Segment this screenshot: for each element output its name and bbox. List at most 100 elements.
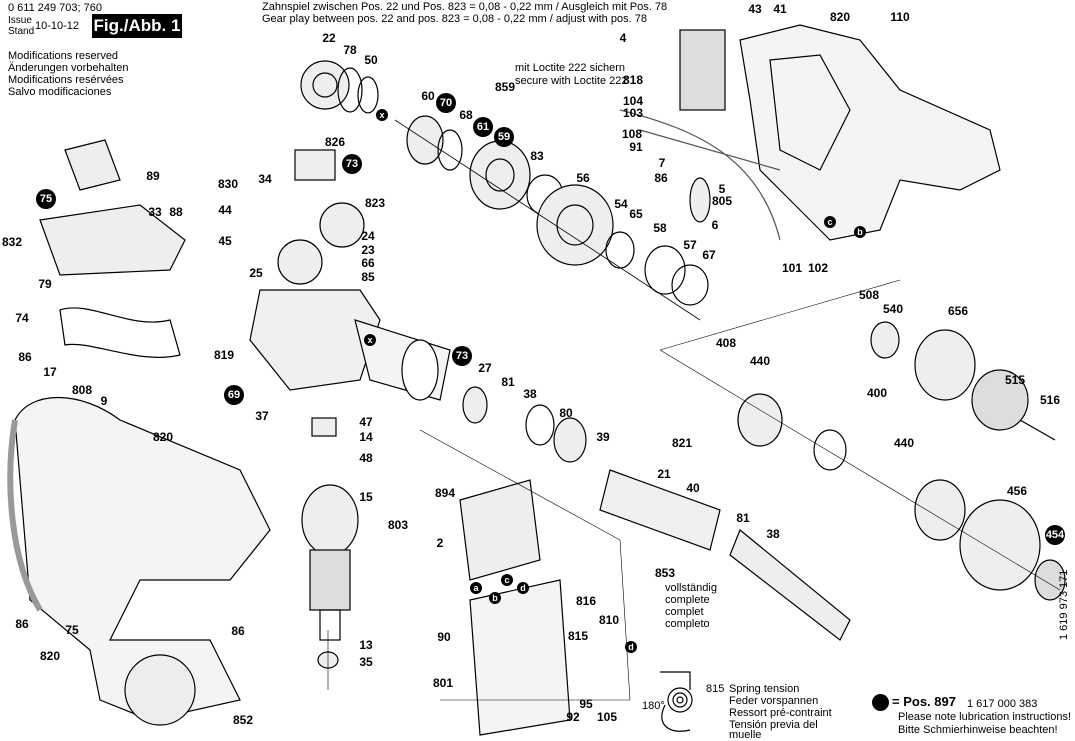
reference-mark: d xyxy=(625,641,637,653)
part-label: 15 xyxy=(359,490,373,504)
part-label: 86 xyxy=(15,617,29,631)
part-label: 89 xyxy=(146,169,160,183)
part-number: 0 611 249 703; 760 xyxy=(8,2,102,14)
part-label: 81 xyxy=(501,375,515,389)
part-label: 2 xyxy=(436,536,444,550)
part-label: 74 xyxy=(15,311,29,325)
part-label: 25 xyxy=(249,266,263,280)
part-label: 50 xyxy=(364,53,378,67)
part-label: 9 xyxy=(100,394,108,408)
reference-mark: a xyxy=(470,582,482,594)
part-label: 821 xyxy=(671,436,693,450)
part-label: 38 xyxy=(523,387,537,401)
spring-note-fr: Ressort pré-contraint xyxy=(729,707,832,719)
part-label: 400 xyxy=(866,386,888,400)
part-label: 88 xyxy=(169,205,183,219)
part-label: 58 xyxy=(653,221,667,235)
part-label: 852 xyxy=(232,713,254,727)
part-label: 540 xyxy=(882,302,904,316)
reference-mark: b xyxy=(489,592,501,604)
part-label: 656 xyxy=(947,304,969,318)
reference-mark: b xyxy=(854,226,866,238)
part-label: 823 xyxy=(364,196,386,210)
part-label: 54 xyxy=(614,197,628,211)
part-label: 79 xyxy=(38,277,52,291)
spring-note-es-2: muelle xyxy=(729,729,762,741)
part-label: 104 xyxy=(622,94,644,108)
issue-label: Issue xyxy=(8,15,32,26)
spring-note-es: Tensión previa del xyxy=(729,719,818,731)
part-label: 826 xyxy=(324,135,346,149)
part-label: 4 xyxy=(619,31,627,45)
spring-note-de: Feder vorspannen xyxy=(729,695,819,707)
gear-play-note-en: Gear play between pos. 22 and pos. 823 =… xyxy=(262,13,647,25)
modifications-fr: Modifications resérvées xyxy=(8,74,124,86)
part-label: 508 xyxy=(858,288,880,302)
lubrication-point-label: 59 xyxy=(494,127,514,147)
figure-label: Fig./Abb. 1 xyxy=(92,14,182,38)
modifications-en: Modifications reserved xyxy=(8,50,119,62)
part-label: 85 xyxy=(361,270,375,284)
issue-date: 10-10-12 xyxy=(35,20,80,32)
part-label: 27 xyxy=(478,361,492,375)
part-label: 48 xyxy=(359,451,373,465)
loctite-note-en: secure with Loctite 222 xyxy=(515,75,628,87)
part-label: 440 xyxy=(893,436,915,450)
reference-mark: x xyxy=(364,334,376,346)
reference-mark: x xyxy=(376,109,388,121)
part-label: 39 xyxy=(596,430,610,444)
part-label: 80 xyxy=(559,406,573,420)
part-label: 24 xyxy=(361,229,375,243)
reference-mark: c xyxy=(824,216,836,228)
part-label: 86 xyxy=(18,350,32,364)
part-label: 67 xyxy=(702,248,716,262)
lubrication-point-label: 73 xyxy=(342,154,362,174)
part-label: 818 xyxy=(622,73,644,87)
part-label: 815 xyxy=(567,629,589,643)
part-label: 78 xyxy=(343,43,357,57)
complete-en: complete xyxy=(665,594,710,606)
complete-fr: complet xyxy=(665,606,704,618)
stand-label: Stand xyxy=(8,26,35,37)
reference-mark: d xyxy=(517,582,529,594)
part-label: 22 xyxy=(322,31,336,45)
part-label: 13 xyxy=(359,638,373,652)
lube-note-en: Please note lubrication instructions! xyxy=(898,711,1072,723)
part-label: 34 xyxy=(258,172,272,186)
spring-part-number: 815 xyxy=(706,683,725,695)
part-label: 38 xyxy=(766,527,780,541)
complete-de: vollständig xyxy=(665,582,717,594)
part-label: 43 xyxy=(748,2,762,16)
part-label: 516 xyxy=(1039,393,1061,407)
part-label: 95 xyxy=(579,697,593,711)
lubrication-point-label: 73 xyxy=(452,346,472,366)
part-label: 21 xyxy=(657,467,671,481)
part-label: 66 xyxy=(361,256,375,270)
part-label: 101 xyxy=(781,261,803,275)
part-label: 7 xyxy=(658,156,666,170)
part-label: 45 xyxy=(218,234,232,248)
part-label: 440 xyxy=(749,354,771,368)
part-label: 68 xyxy=(459,108,473,122)
part-label: 14 xyxy=(359,430,373,444)
part-label: 408 xyxy=(715,336,737,350)
part-label: 456 xyxy=(1006,484,1028,498)
part-label: 6 xyxy=(711,218,719,232)
lubrication-point-label: 70 xyxy=(436,93,456,113)
lubrication-point-label: 69 xyxy=(224,385,244,405)
part-label: 110 xyxy=(890,10,910,24)
part-label: 91 xyxy=(629,140,643,154)
part-label: 60 xyxy=(421,89,435,103)
part-label: 81 xyxy=(736,511,750,525)
complete-es: completo xyxy=(665,618,710,630)
part-label: 803 xyxy=(387,518,409,532)
spring-angle: 180° xyxy=(642,700,665,712)
part-label: 44 xyxy=(218,203,232,217)
part-label: 92 xyxy=(566,710,580,724)
part-label: 56 xyxy=(576,171,590,185)
lube-number: 1 617 000 383 xyxy=(967,698,1038,710)
part-label: 853 xyxy=(654,566,676,580)
part-label: 820 xyxy=(829,10,851,24)
part-label: 90 xyxy=(437,630,451,644)
